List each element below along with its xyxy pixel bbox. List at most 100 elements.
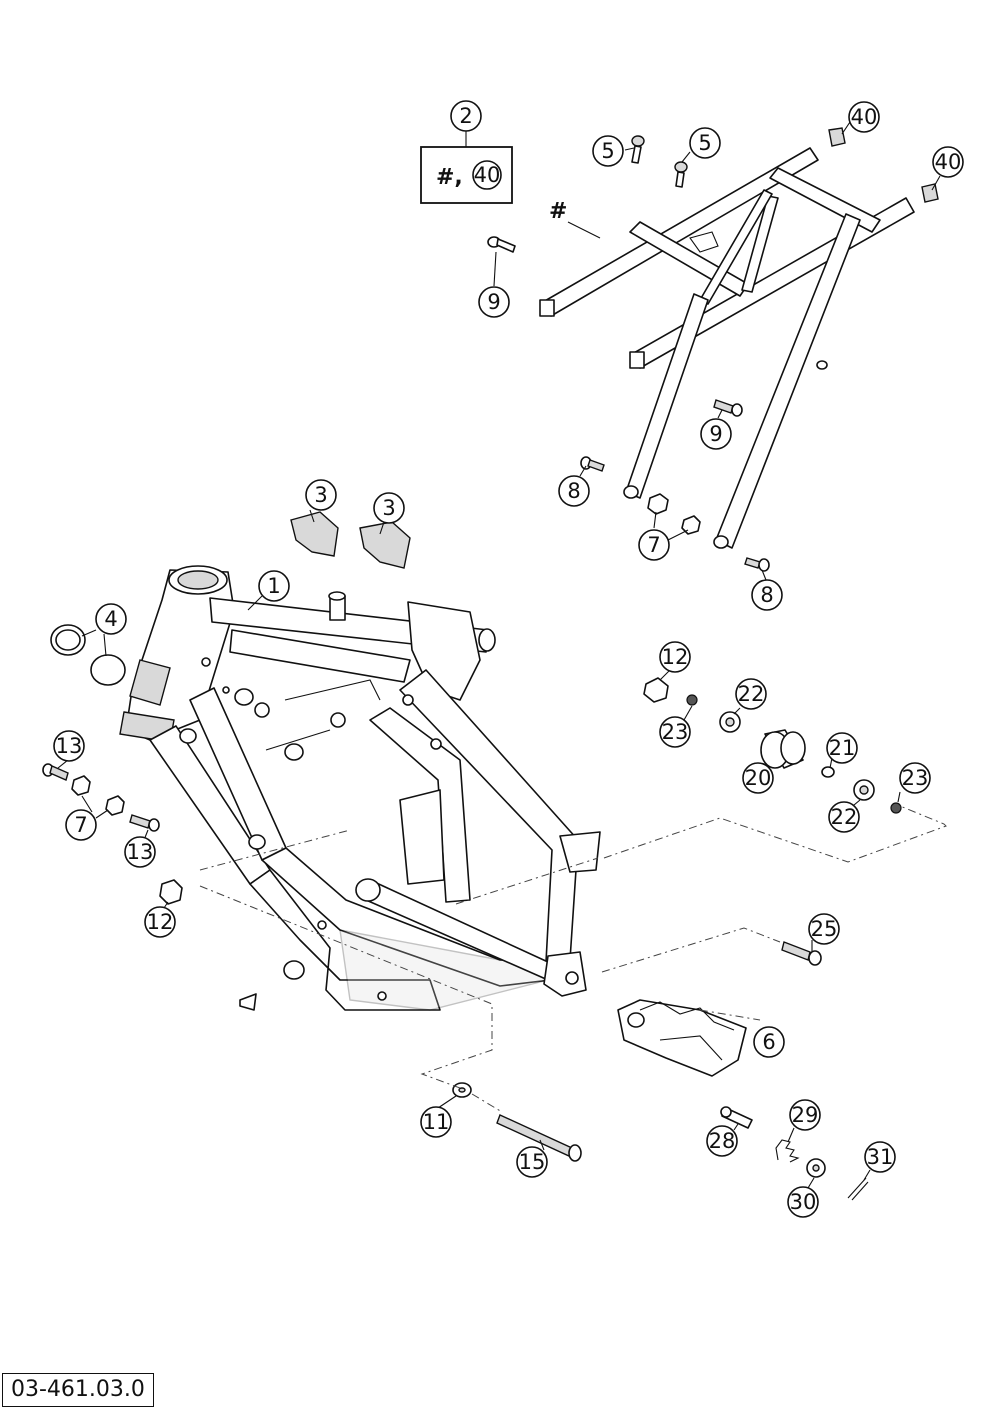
rear-subframe [539, 147, 915, 549]
screw-5b [674, 161, 688, 188]
svg-text:1: 1 [267, 574, 280, 598]
svg-text:30: 30 [790, 1190, 817, 1214]
svg-text:3: 3 [314, 483, 327, 507]
svg-text:2: 2 [459, 104, 472, 128]
callout-29: 29 [789, 1099, 821, 1131]
svg-text:12: 12 [662, 645, 689, 669]
bolt-9b [713, 399, 743, 417]
callout-30: 30 [787, 1186, 819, 1218]
kit-box-callout-40: 40 [472, 160, 502, 190]
bolt-8b [744, 557, 770, 572]
bushing-20 [760, 729, 806, 769]
clip-40a [828, 127, 846, 147]
callout-4: 4 [95, 603, 127, 635]
nut-7d [105, 795, 125, 816]
callout-3b: 3 [373, 492, 405, 524]
svg-text:25: 25 [811, 917, 838, 941]
callout-5a: 5 [592, 135, 624, 167]
callout-40b: 40 [932, 146, 964, 178]
callout-2: 2 [450, 100, 482, 132]
assembly-line-linkage [603, 805, 947, 863]
svg-text:9: 9 [709, 422, 722, 446]
callout-7a: 7 [638, 529, 670, 561]
callout-12a: 12 [659, 641, 691, 673]
svg-text:22: 22 [738, 682, 765, 706]
callout-13b: 13 [124, 836, 156, 868]
bolt-8a [580, 456, 605, 472]
sleeve-21 [821, 766, 835, 778]
document-code: 03-461.03.0 [2, 1373, 154, 1407]
bolt-13a [42, 763, 69, 781]
callout-40a: 40 [848, 101, 880, 133]
callout-9b: 9 [700, 418, 732, 450]
callout-23a: 23 [659, 716, 691, 748]
svg-text:29: 29 [792, 1103, 819, 1127]
bolt-9a [487, 236, 516, 253]
svg-text:31: 31 [867, 1145, 894, 1169]
callout-28: 28 [706, 1125, 738, 1157]
svg-text:5: 5 [601, 139, 614, 163]
frame-protector-3b [359, 521, 411, 569]
svg-text:21: 21 [829, 736, 856, 760]
callout-11: 11 [420, 1106, 452, 1138]
svg-text:7: 7 [74, 813, 87, 837]
svg-text:40: 40 [474, 163, 501, 187]
svg-text:13: 13 [56, 734, 83, 758]
callout-13a: 13 [53, 730, 85, 762]
svg-text:3: 3 [382, 496, 395, 520]
svg-text:8: 8 [760, 583, 773, 607]
callout-6: 6 [753, 1026, 785, 1058]
svg-text:22: 22 [831, 805, 858, 829]
callout-7b: 7 [65, 809, 97, 841]
svg-text:6: 6 [762, 1030, 775, 1054]
svg-text:23: 23 [902, 766, 929, 790]
callout-1: 1 [258, 570, 290, 602]
kit-box-hash: #, [436, 165, 463, 190]
svg-text:11: 11 [423, 1110, 450, 1134]
svg-text:12: 12 [147, 910, 174, 934]
svg-text:4: 4 [104, 607, 117, 631]
pin-28 [720, 1106, 753, 1129]
callout-21: 21 [826, 732, 858, 764]
svg-text:8: 8 [567, 479, 580, 503]
callout-8b: 8 [751, 579, 783, 611]
bolt-15 [496, 1114, 582, 1162]
svg-text:7: 7 [647, 533, 660, 557]
callout-15: 15 [516, 1146, 548, 1178]
footpeg-6 [617, 999, 747, 1077]
washer-23b [890, 802, 902, 814]
bolt-13b [129, 814, 160, 832]
nut-7c [71, 775, 91, 796]
callout-3a: 3 [305, 479, 337, 511]
svg-text:28: 28 [709, 1129, 736, 1153]
nut-7a [647, 493, 669, 515]
callout-8a: 8 [558, 475, 590, 507]
callout-22b: 22 [828, 801, 860, 833]
svg-text:5: 5 [698, 131, 711, 155]
assembly-line-swingarm [601, 927, 781, 973]
nut-12b [159, 879, 183, 905]
nut-7b [681, 515, 701, 535]
svg-text:40: 40 [851, 105, 878, 129]
cotter-pin-31 [847, 1177, 869, 1201]
callout-22a: 22 [735, 678, 767, 710]
svg-text:20: 20 [745, 766, 772, 790]
svg-text:40: 40 [935, 150, 962, 174]
frame-protector-3a [290, 511, 339, 557]
main-frame [119, 565, 601, 1011]
callout-23b: 23 [899, 762, 931, 794]
svg-text:9: 9 [487, 290, 500, 314]
svg-text:15: 15 [519, 1150, 546, 1174]
callout-31: 31 [864, 1141, 896, 1173]
callout-12b: 12 [144, 906, 176, 938]
callout-9a: 9 [478, 286, 510, 318]
washer-23a [686, 694, 698, 706]
callout-20: 20 [742, 762, 774, 794]
subframe-hash-label: # [549, 199, 567, 224]
svg-text:23: 23 [662, 720, 689, 744]
clip-40b [921, 183, 939, 203]
nut-12a [643, 677, 669, 703]
screw-5a [631, 135, 645, 164]
bolt-25 [781, 941, 822, 966]
